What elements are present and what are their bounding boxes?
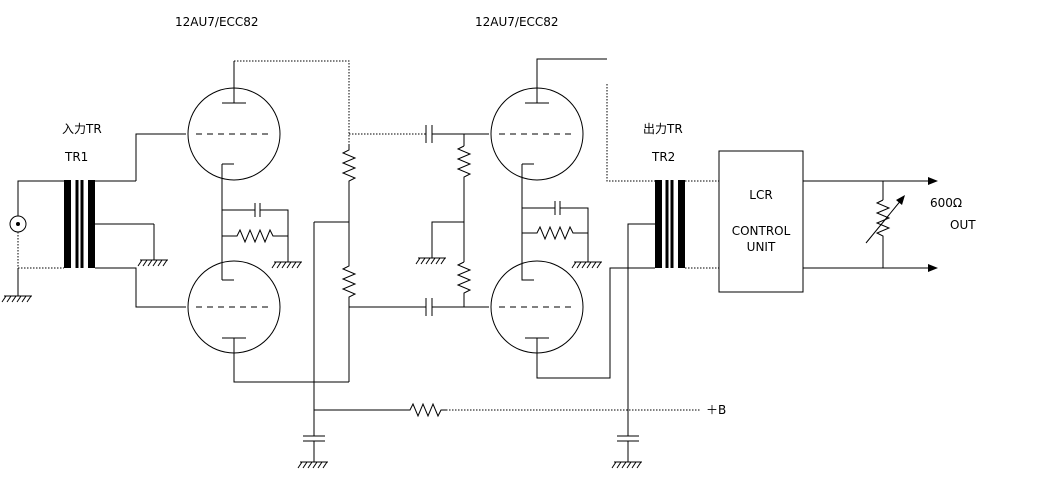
ground-icon — [415, 257, 447, 265]
tr1-label: TR1 — [64, 150, 88, 164]
lcr-unit-label: UNIT — [747, 240, 776, 254]
ground-icon — [571, 261, 603, 269]
out-label: OUT — [950, 218, 976, 232]
lcr-control-label: CONTROL — [732, 224, 791, 238]
ground-icon — [611, 461, 643, 469]
supply-label: ＋B — [706, 403, 726, 417]
input-jack-icon — [9, 215, 27, 233]
output-tr-label: 出力TR — [643, 122, 683, 136]
impedance-label: 600Ω — [930, 196, 962, 210]
lcr-label: LCR — [749, 188, 772, 202]
lcr-control-unit — [718, 150, 804, 293]
tube2-label: 12AU7/ECC82 — [475, 15, 559, 29]
tube1-label: 12AU7/ECC82 — [175, 15, 259, 29]
output-transformer-icon — [655, 180, 685, 268]
ground-icon — [137, 259, 169, 267]
ground-icon — [1, 295, 33, 303]
input-tr-label: 入力TR — [62, 122, 102, 136]
input-transformer-icon — [64, 180, 95, 268]
ground-icon — [297, 461, 329, 469]
variable-resistor-arrow-icon — [865, 195, 905, 244]
tr2-label: TR2 — [651, 150, 675, 164]
ground-icon — [271, 261, 303, 269]
